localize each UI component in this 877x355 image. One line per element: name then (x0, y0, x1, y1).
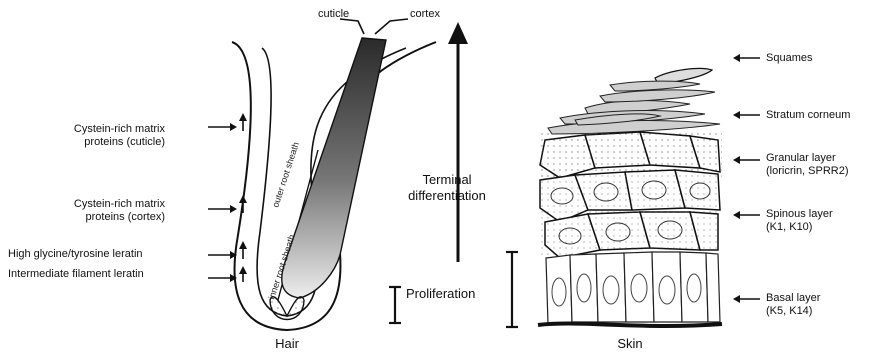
basal-layer-label: Basal layer (K5, K14) (766, 292, 820, 318)
label-line: (K5, K14) (766, 305, 820, 318)
stratum-corneum-label: Stratum corneum (766, 109, 850, 122)
label-line: (K1, K10) (766, 221, 833, 234)
glycine-tyrosine-label: High glycine/tyrosine leratin (8, 248, 143, 261)
basal-layer-cells (546, 252, 720, 324)
skin-epidermis (538, 68, 722, 326)
stratum-corneum-flakes (548, 81, 720, 134)
skin-layer-arrows (733, 54, 760, 303)
cuticle-pointer (340, 19, 364, 34)
outer-root-sheath-label: outer root sheath (270, 141, 301, 209)
granular-layer-label: Granular layer (loricrin, SPRR2) (766, 152, 849, 178)
matrix-cuticle-label: Cystein-rich matrix proteins (cuticle) (74, 123, 165, 149)
label-line: Basal layer (766, 292, 820, 305)
proliferation-label: Proliferation (406, 286, 475, 302)
skin-caption: Skin (605, 337, 655, 350)
label-line: proteins (cuticle) (74, 136, 165, 149)
label-line: differentiation (392, 188, 502, 204)
cortex-label: cortex (410, 8, 440, 21)
left-arrows (208, 113, 247, 282)
squames-label: Squames (766, 52, 812, 65)
terminal-differentiation-arrow (448, 22, 468, 262)
hair-caption: Hair (262, 337, 312, 350)
label-line: Terminal (392, 172, 502, 188)
label-line: Granular layer (766, 152, 849, 165)
label-line: (loricrin, SPRR2) (766, 165, 849, 178)
intermediate-filament-label: Intermediate filament leratin (8, 268, 144, 281)
skin-proliferation-bracket (506, 252, 518, 327)
basement-membrane (538, 324, 722, 326)
cuticle-label: cuticle (318, 8, 349, 21)
hair-shaft (282, 38, 386, 298)
label-line: Cystein-rich matrix (74, 123, 165, 136)
terminal-differentiation-label: Terminal differentiation (392, 172, 502, 204)
label-line: Cystein-rich matrix (74, 198, 165, 211)
label-line: Spinous layer (766, 208, 833, 221)
proliferation-bracket (389, 287, 401, 323)
label-line: proteins (cortex) (74, 211, 165, 224)
matrix-cortex-label: Cystein-rich matrix proteins (cortex) (74, 198, 165, 224)
spinous-layer-label: Spinous layer (K1, K10) (766, 208, 833, 234)
cortex-pointer (375, 19, 408, 34)
